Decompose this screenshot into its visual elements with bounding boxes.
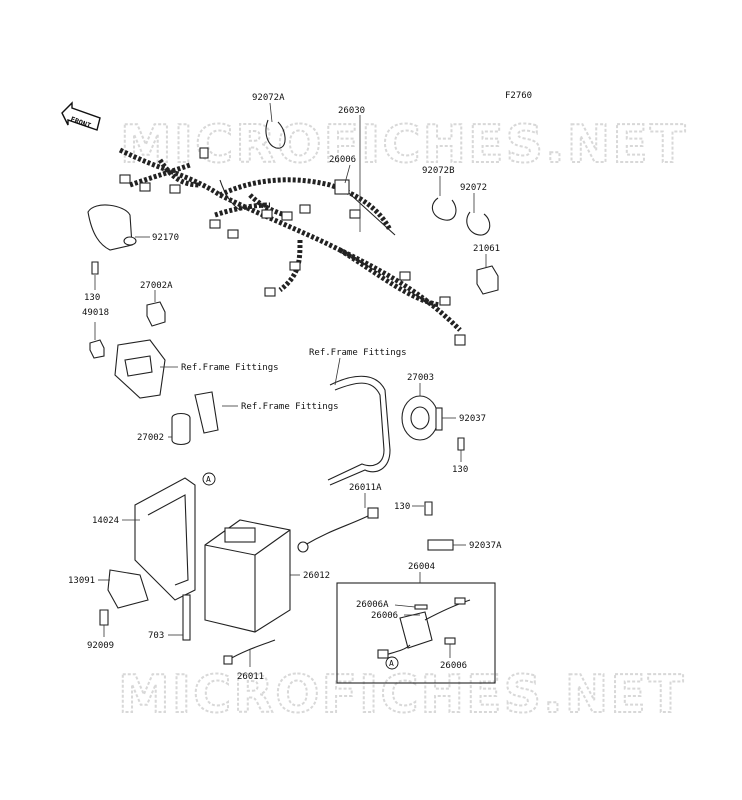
- callout-92037: 92037: [459, 414, 486, 424]
- callout-49018: 49018: [82, 308, 109, 318]
- callout-26006-mid: 26006: [371, 611, 398, 621]
- bolt-130-c: [424, 501, 433, 516]
- callout-92170: 92170: [152, 233, 179, 243]
- bracket-92037: [435, 407, 443, 431]
- callout-92072B: 92072B: [422, 166, 455, 176]
- leader-lines: [94, 102, 487, 667]
- bolt-130-a: [91, 261, 99, 275]
- figure-id: F2760: [505, 91, 532, 101]
- callout-27002A: 27002A: [140, 281, 173, 291]
- callout-26004: 26004: [408, 562, 435, 572]
- bracket-92037A: [427, 539, 454, 551]
- callout-26011A: 26011A: [349, 483, 382, 493]
- relay-27002A: [146, 301, 166, 327]
- callout-26030: 26030: [338, 106, 365, 116]
- callout-130-mid: 130: [394, 502, 410, 512]
- callout-labels: 92072A 26030 26006 92072B 92072 92170 21…: [68, 93, 502, 682]
- callout-92037A: 92037A: [469, 541, 502, 551]
- callout-13091: 13091: [68, 576, 95, 586]
- band-92072B: [431, 197, 457, 221]
- bolt-130-b: [457, 437, 465, 451]
- lead-26011A: [304, 514, 371, 546]
- tube-703: [182, 594, 191, 641]
- callout-ref-frame-fittings-2: Ref.Frame Fittings: [241, 402, 339, 412]
- svg-text:A: A: [206, 475, 211, 484]
- callout-26006-top: 26006: [329, 155, 356, 165]
- relay-27002: [171, 412, 191, 446]
- holder-13091: [107, 569, 149, 609]
- regulator-unit: [399, 611, 433, 649]
- callout-26011: 26011: [237, 672, 264, 682]
- connector-49018: [89, 339, 105, 359]
- callout-26012: 26012: [303, 571, 330, 581]
- cable-26011: [227, 639, 276, 661]
- watermark-top: MICROFICHES.NET: [120, 115, 687, 175]
- svg-text:A: A: [389, 659, 394, 668]
- callout-27003: 27003: [407, 373, 434, 383]
- battery-cover-14024: [134, 477, 196, 601]
- bolt-92009: [99, 609, 109, 626]
- callout-703: 703: [148, 631, 164, 641]
- callout-27002: 27002: [137, 433, 164, 443]
- relay-bracket: [114, 339, 166, 399]
- harness-tag: [334, 179, 350, 195]
- callout-92009: 92009: [87, 641, 114, 651]
- callout-ref-frame-fittings-1: Ref.Frame Fittings: [181, 363, 279, 373]
- marker-a-bottom: A: [385, 656, 399, 670]
- callout-14024: 14024: [92, 516, 119, 526]
- main-harness: [118, 147, 466, 346]
- watermark-bottom: MICROFICHES.NET: [118, 665, 685, 725]
- callout-130-left: 130: [84, 293, 100, 303]
- callout-21061: 21061: [473, 244, 500, 254]
- front-arrow-icon: FRONT: [61, 101, 101, 131]
- callout-92072: 92072: [460, 183, 487, 193]
- horn-bracket: [329, 375, 391, 486]
- callout-ref-frame-fittings-3: Ref.Frame Fittings: [309, 348, 407, 358]
- marker-a-top: A: [202, 472, 216, 486]
- callout-92072A: 92072A: [252, 93, 285, 103]
- clamp-92072A: [265, 119, 286, 149]
- callout-26006-bottom: 26006: [440, 661, 467, 671]
- relay-21061: [476, 265, 499, 295]
- callout-26006A: 26006A: [356, 600, 389, 610]
- band-92072: [466, 211, 491, 236]
- horn-27003: [401, 395, 439, 441]
- callout-130-right: 130: [452, 465, 468, 475]
- battery-26012: [204, 519, 291, 633]
- assembly-box-26004: [336, 582, 496, 684]
- bracket-27002: [194, 391, 219, 434]
